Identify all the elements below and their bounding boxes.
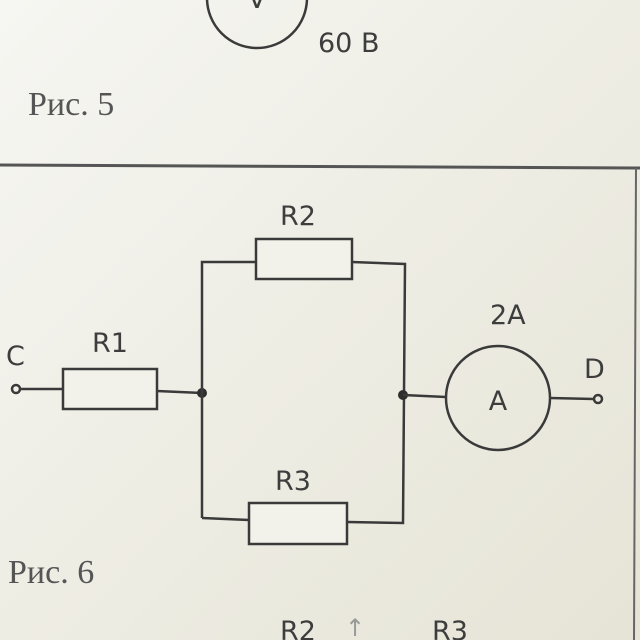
- handwritten-r2: R2: [280, 616, 316, 640]
- figure6-caption: Рис. 6: [8, 554, 94, 591]
- resistor-r3: [247, 501, 349, 546]
- section-divider: [0, 163, 640, 170]
- terminal-c-label: C: [6, 341, 25, 372]
- wire: [402, 393, 447, 399]
- ammeter-symbol: A: [489, 386, 508, 417]
- resistor-r2: [254, 237, 354, 281]
- ammeter-reading: 2A: [490, 300, 526, 331]
- resistor-r1: [61, 367, 159, 411]
- voltmeter-symbol: V: [248, 0, 267, 15]
- circuit-figure6: C R1 R2 R3 A 2A D: [6, 201, 605, 546]
- terminal-d: [592, 393, 604, 405]
- r2-label: R2: [280, 201, 316, 232]
- figure5-caption: Рис. 5: [28, 86, 114, 123]
- wire: [200, 260, 256, 518]
- voltmeter-circle: [205, 0, 309, 50]
- r1-label: R1: [92, 328, 128, 359]
- terminal-d-label: D: [584, 354, 605, 385]
- wire: [156, 389, 203, 395]
- handwritten-mark: ↑: [345, 614, 365, 640]
- voltage-label: 60 B: [318, 28, 379, 59]
- handwritten-r3: R3: [432, 616, 468, 640]
- wire: [201, 516, 250, 522]
- wire: [549, 396, 595, 401]
- r3-label: R3: [275, 466, 311, 497]
- page-edge-line: [633, 167, 637, 640]
